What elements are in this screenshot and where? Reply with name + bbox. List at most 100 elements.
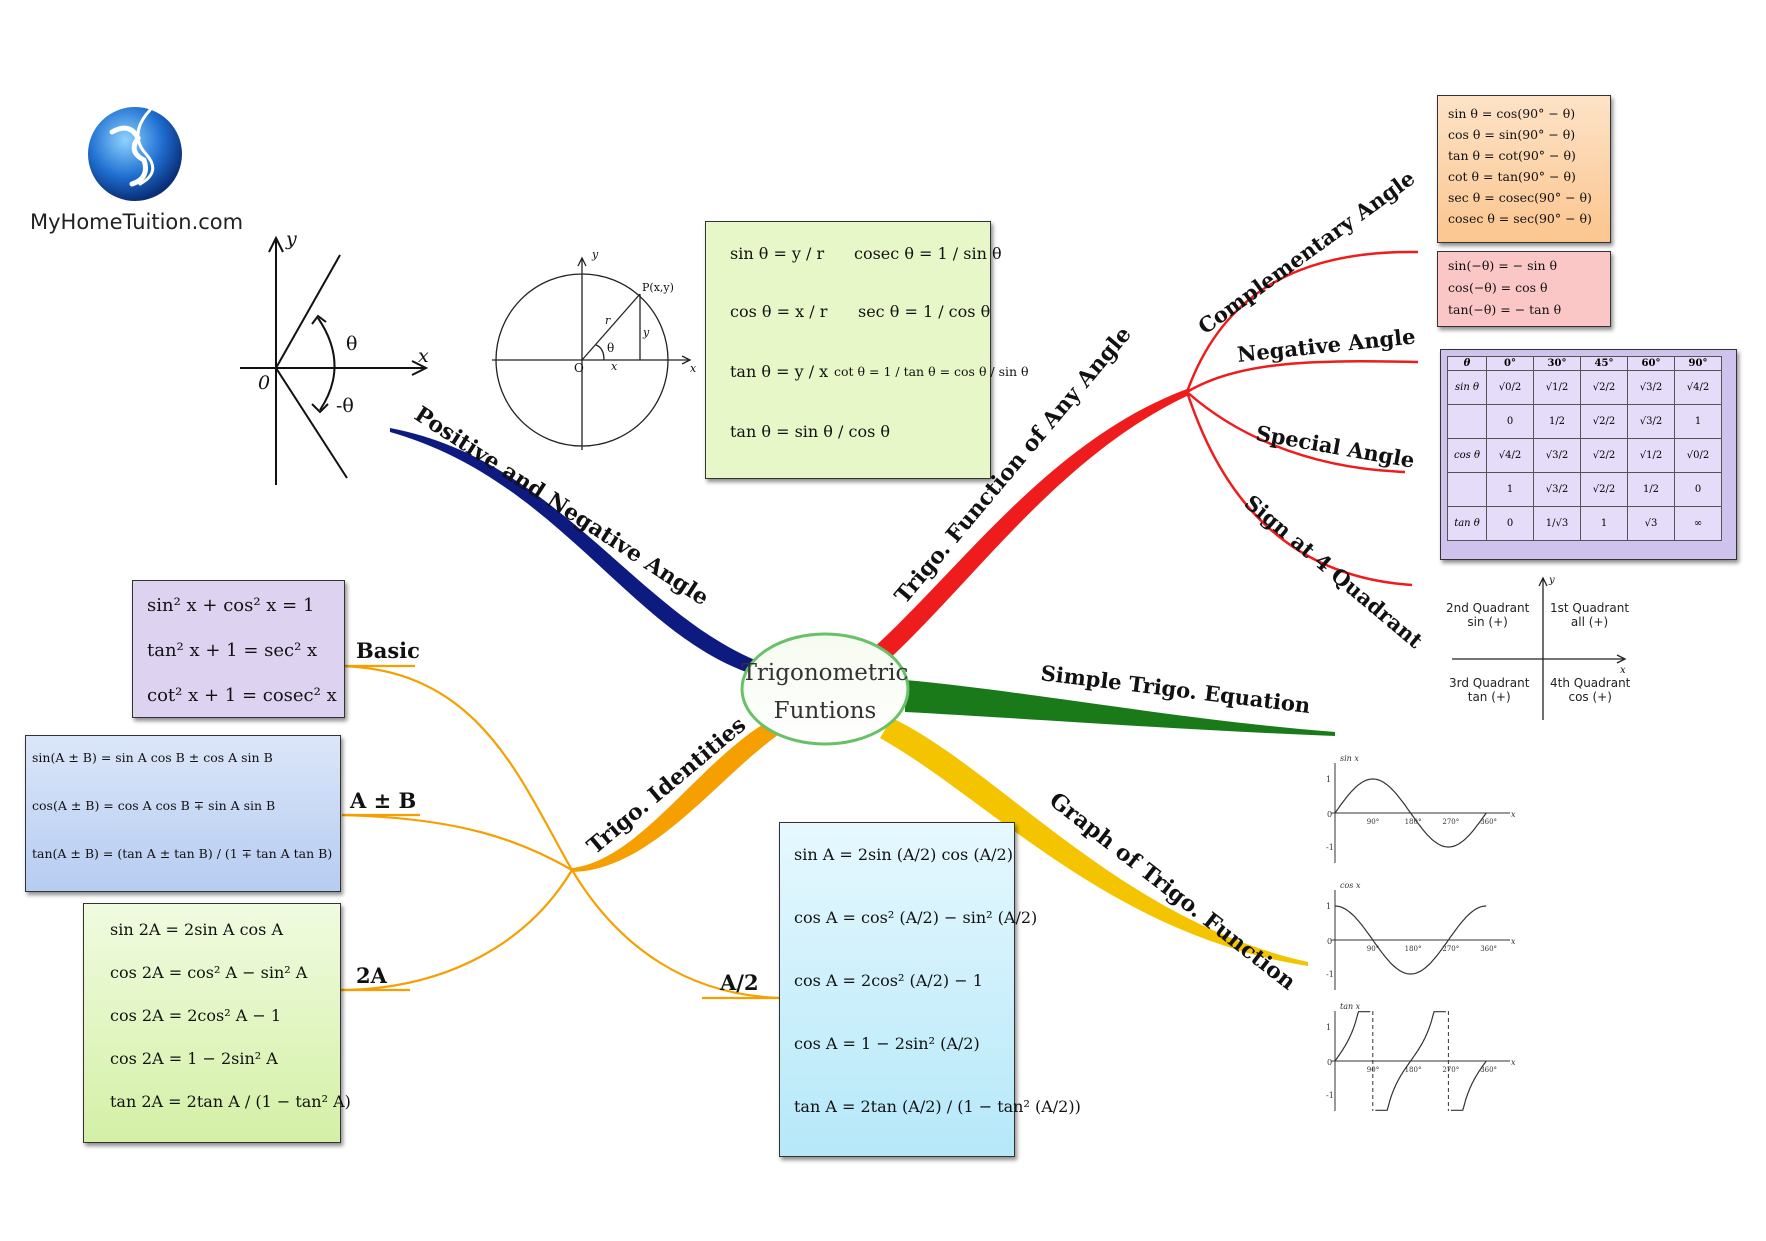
branch-identities bbox=[570, 720, 778, 872]
identity-sub-branches bbox=[337, 664, 781, 1000]
graph-tan-curve bbox=[1375, 1011, 1446, 1111]
graph-sin-x-tick: 90° bbox=[1367, 818, 1379, 826]
axes-origin-label: 0 bbox=[258, 372, 270, 394]
table-cell: √3/2 bbox=[1627, 370, 1675, 405]
complementary-box: sin θ = cos(90° − θ) cos θ = sin(90° − θ)… bbox=[1437, 95, 1611, 243]
center-node[interactable] bbox=[740, 632, 910, 746]
table-cell: 1 bbox=[1486, 472, 1534, 507]
table-cell: 0 bbox=[1486, 404, 1534, 439]
graph-cos-y-tick: 1 bbox=[1326, 902, 1331, 911]
quadrant-2: 2nd Quadrant sin (+) bbox=[1446, 601, 1529, 629]
table-cell: 1/2 bbox=[1627, 472, 1675, 507]
table-cell: √3/2 bbox=[1627, 404, 1675, 439]
branch-positive-negative bbox=[390, 428, 768, 675]
table-cell: 1 bbox=[1580, 506, 1628, 541]
axes-neg-theta-label: -θ bbox=[336, 395, 354, 417]
table-cell: √2/2 bbox=[1580, 404, 1628, 439]
table-cell: √0/2 bbox=[1674, 438, 1722, 473]
angle-axes-diagram bbox=[240, 235, 429, 485]
graph-sin-y-tick: 1 bbox=[1326, 775, 1331, 784]
quadrant-1: 1st Quadrant all (+) bbox=[1550, 601, 1629, 629]
logo-text[interactable]: MyHomeTuition.com bbox=[30, 210, 244, 234]
two-a-formula-1: sin 2A = 2sin A cos A bbox=[110, 920, 284, 939]
ratio-tan: tan θ = y / x bbox=[730, 362, 829, 381]
center-line-2: Funtions bbox=[774, 698, 877, 724]
quadrant-4-name: 4th Quadrant bbox=[1550, 676, 1631, 690]
table-cell: sin θ bbox=[1447, 370, 1487, 405]
table-header-cell: 60° bbox=[1627, 356, 1675, 371]
graph-tan-curve bbox=[1450, 1060, 1487, 1111]
quadrant-4-sign: cos (+) bbox=[1568, 690, 1612, 704]
circle-x-label: x bbox=[690, 362, 697, 375]
table-cell: √2/2 bbox=[1580, 438, 1628, 473]
table-cell: ∞ bbox=[1674, 506, 1722, 541]
two-a-formula-5: tan 2A = 2tan A / (1 − tan² A) bbox=[110, 1092, 351, 1111]
graph-tan-label: tan x bbox=[1340, 1002, 1361, 1011]
ratio-cos: cos θ = x / r bbox=[730, 302, 828, 321]
quadrant-diagram bbox=[1452, 576, 1627, 720]
graph-cos-x-tick: 90° bbox=[1367, 945, 1379, 953]
label-sign: Sign at 4 Quadrant bbox=[1240, 490, 1428, 654]
ratio-sin: sin θ = y / r bbox=[730, 244, 825, 263]
table-cell: 1/√3 bbox=[1533, 506, 1581, 541]
axes-x-label: x bbox=[418, 345, 429, 367]
complementary-formula-4: cot θ = tan(90° − θ) bbox=[1448, 169, 1576, 184]
quadrant-y-label: y bbox=[1548, 575, 1555, 586]
graph-sin-origin: 0 bbox=[1327, 810, 1332, 819]
axes-theta-label: θ bbox=[346, 333, 357, 355]
complementary-formula-5: sec θ = cosec(90° − θ) bbox=[1448, 190, 1592, 205]
branch-graph bbox=[880, 718, 1308, 966]
two-a-formula-2: cos 2A = cos² A − sin² A bbox=[110, 963, 308, 982]
negative-formula-2: cos(−θ) = cos θ bbox=[1448, 280, 1548, 295]
table-header-cell: θ bbox=[1447, 356, 1487, 371]
two-a-formula-3: cos 2A = 2cos² A − 1 bbox=[110, 1006, 281, 1025]
graph-tan-curve bbox=[1334, 1011, 1371, 1062]
ratio-sec: sec θ = 1 / cos θ bbox=[858, 302, 991, 321]
table-cell bbox=[1447, 472, 1487, 507]
ratio-tan-2: tan θ = sin θ / cos θ bbox=[730, 422, 891, 441]
complementary-formula-6: cosec θ = sec(90° − θ) bbox=[1448, 211, 1592, 226]
basic-identity-1: sin² x + cos² x = 1 bbox=[147, 595, 315, 616]
graph-sin-label: sin x bbox=[1340, 754, 1359, 763]
a-half-formula-3: cos A = 2cos² (A/2) − 1 bbox=[794, 971, 983, 990]
quadrant-2-name: 2nd Quadrant bbox=[1446, 601, 1530, 615]
table-cell: √3/2 bbox=[1533, 472, 1581, 507]
graph-sin-x-label: x bbox=[1511, 810, 1516, 819]
graph-cos-x-label: x bbox=[1511, 937, 1516, 946]
label-graph: Graph of Trigo. Function bbox=[1044, 787, 1300, 995]
circle-xs-label: x bbox=[611, 360, 618, 373]
table-cell: √2/2 bbox=[1580, 370, 1628, 405]
globe-icon bbox=[88, 107, 182, 201]
table-cell bbox=[1447, 404, 1487, 439]
a-pm-b-formula-2: cos(A ± B) = cos A cos B ∓ sin A sin B bbox=[32, 798, 276, 813]
graph-cos-x-tick: 180° bbox=[1405, 945, 1422, 953]
label-positive-negative: Positive and Negative Angle bbox=[410, 401, 714, 611]
table-cell: tan θ bbox=[1447, 506, 1487, 541]
graph-cos-curve bbox=[1334, 905, 1487, 975]
a-half-formula-1: sin A = 2sin (A/2) cos (A/2) bbox=[794, 845, 1013, 864]
graph-tan-y-tick: 1 bbox=[1326, 1023, 1331, 1032]
table-cell: 0 bbox=[1486, 506, 1534, 541]
table-cell: 0 bbox=[1674, 472, 1722, 507]
table-cell: cos θ bbox=[1447, 438, 1487, 473]
graph-tan-y-tick: -1 bbox=[1326, 1091, 1334, 1100]
circle-origin-label: O bbox=[574, 361, 584, 375]
graph-sin-curve bbox=[1334, 778, 1487, 848]
center-line-1: Trigonometric bbox=[742, 660, 909, 686]
graph-cos-y-tick: -1 bbox=[1326, 970, 1334, 979]
complementary-formula-1: sin θ = cos(90° − θ) bbox=[1448, 106, 1576, 121]
a-pm-b-formula-3: tan(A ± B) = (tan A ± tan B) / (1 ∓ tan … bbox=[32, 846, 333, 861]
table-header-cell: 45° bbox=[1580, 356, 1628, 371]
quadrant-3: 3rd Quadrant tan (+) bbox=[1449, 676, 1529, 704]
graph-tan-x-tick: 360° bbox=[1480, 1066, 1497, 1074]
complementary-formula-3: tan θ = cot(90° − θ) bbox=[1448, 148, 1576, 163]
complementary-formula-2: cos θ = sin(90° − θ) bbox=[1448, 127, 1576, 142]
circle-r-label: r bbox=[605, 314, 611, 327]
